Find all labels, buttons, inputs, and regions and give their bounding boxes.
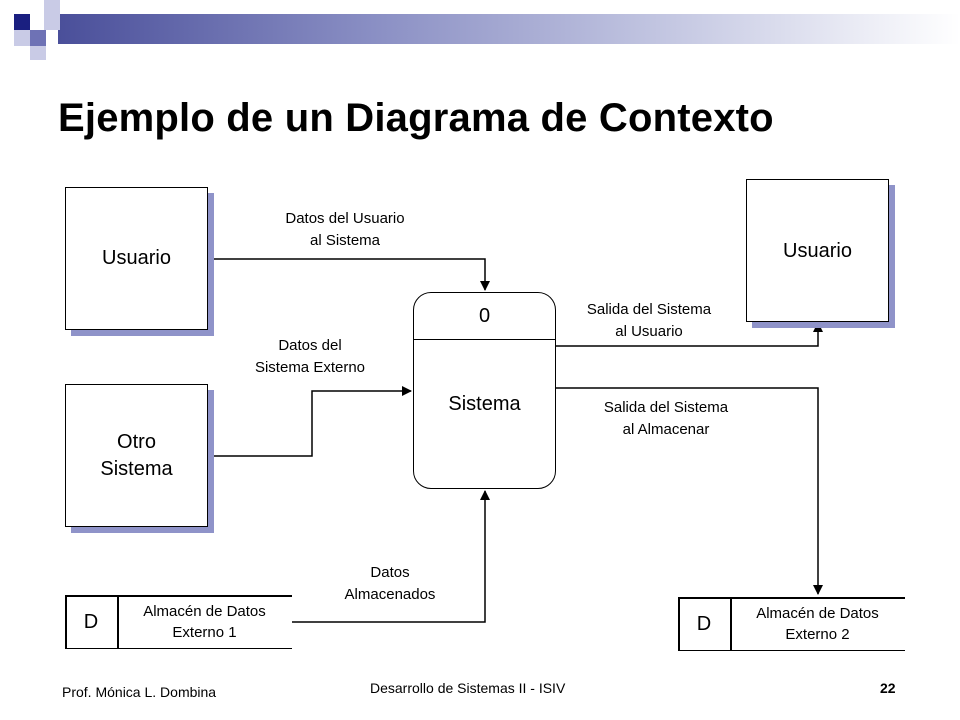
process-id: 0 bbox=[414, 293, 555, 340]
process-name: Sistema bbox=[448, 393, 521, 415]
store2-id: D bbox=[696, 612, 712, 635]
flow-label-datos-almacenados: Datos Almacenados bbox=[344, 564, 436, 603]
decor-square bbox=[30, 46, 46, 60]
entity-otro-sistema-line2: Sistema bbox=[100, 457, 173, 480]
decor-square bbox=[44, 0, 60, 14]
flow-label-salida-almacenar: Salida del Sistema al Almacenar bbox=[603, 399, 729, 438]
entity-usuario-left: Usuario bbox=[65, 187, 208, 330]
flow-label-sistema-externo: Datos del Sistema Externo bbox=[254, 337, 366, 376]
flow-otro-to-sistema bbox=[209, 386, 412, 457]
store1-line1: Almacén de Datos bbox=[143, 603, 266, 620]
entity-usuario-left-label: Usuario bbox=[102, 247, 171, 269]
footer-author: Prof. Mónica L. Dombina bbox=[62, 684, 217, 700]
entity-usuario-right: Usuario bbox=[746, 179, 889, 322]
flow-label-salida-usuario: Salida del Sistema al Usuario bbox=[586, 301, 712, 340]
slide-title: Ejemplo de un Diagrama de Contexto bbox=[58, 96, 774, 140]
entity-otro-sistema-line1: Otro bbox=[117, 430, 156, 453]
flow-label-usuario-sistema: Datos del Usuario al Sistema bbox=[285, 210, 405, 249]
data-store-externo-1: D Almacén de Datos Externo 1 bbox=[65, 595, 292, 649]
decor-square bbox=[30, 30, 46, 46]
entity-otro-sistema: Otro Sistema bbox=[65, 384, 208, 527]
decor-square bbox=[14, 14, 30, 30]
flow-usuario-to-sistema bbox=[209, 258, 490, 291]
data-store-externo-2: D Almacén de Datos Externo 2 bbox=[678, 597, 905, 651]
entity-usuario-right-label: Usuario bbox=[783, 240, 852, 262]
store2-line1: Almacén de Datos bbox=[756, 605, 879, 622]
decor-square bbox=[14, 30, 30, 46]
flow-sistema-to-usuario bbox=[556, 322, 823, 347]
store2-line2: Externo 2 bbox=[785, 626, 850, 643]
store1-id: D bbox=[83, 610, 99, 633]
page-number: 22 bbox=[880, 680, 896, 696]
footer-course: Desarrollo de Sistemas II - ISIV bbox=[370, 680, 566, 696]
process-sistema: 0 Sistema bbox=[413, 292, 556, 489]
store1-line2: Externo 1 bbox=[172, 624, 237, 641]
header-gradient-band bbox=[58, 14, 960, 44]
decor-square bbox=[44, 14, 60, 30]
flow-sistema-to-store2 bbox=[556, 387, 823, 595]
flow-store1-to-sistema bbox=[292, 490, 490, 623]
